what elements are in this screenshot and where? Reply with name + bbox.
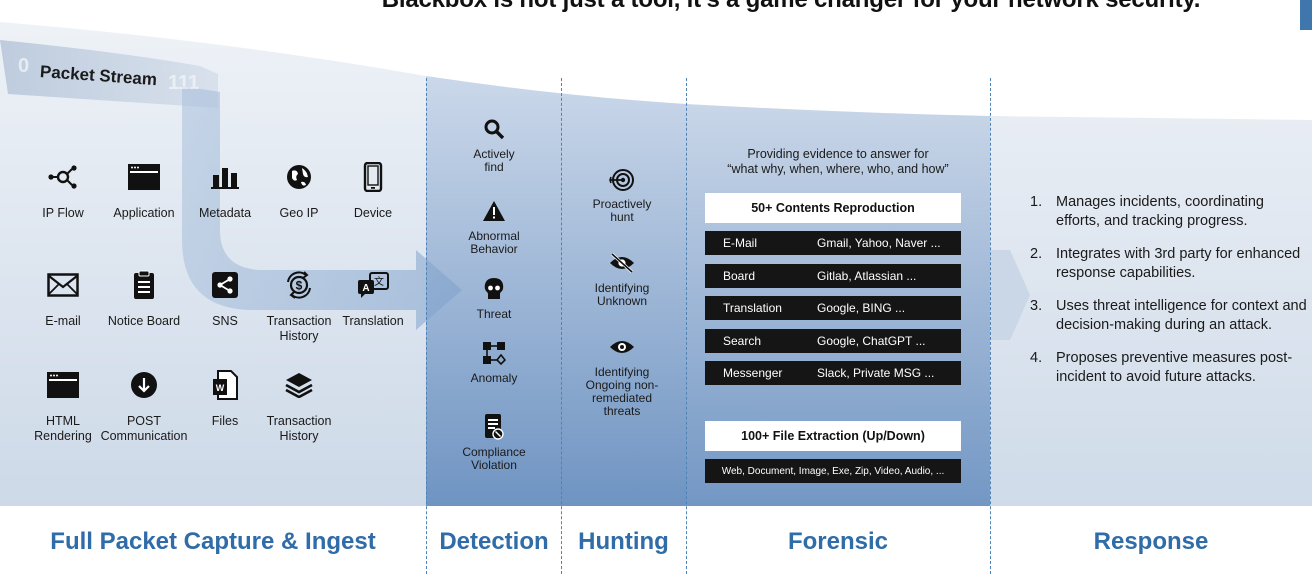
svg-text:$: $ (296, 279, 303, 293)
warning-triangle-icon (434, 198, 554, 224)
corner-tab (1300, 0, 1312, 30)
divider (686, 78, 687, 574)
stream-bits-right: 111 (168, 72, 200, 94)
dollar-cycle-icon: $ (254, 268, 344, 302)
contents-reproduction-header: 50+ Contents Reproduction (705, 193, 961, 223)
svg-text:A: A (362, 283, 369, 294)
hunting-item-identifying-unknown: Identifying Unknown (562, 250, 682, 308)
capture-item-ip-flow: IP Flow (18, 160, 108, 221)
target-icon (562, 166, 682, 192)
capture-item-post-communication: POST Communication (99, 368, 189, 444)
bar-chart-icon (180, 160, 270, 194)
app-window-icon (99, 160, 189, 194)
response-item: 1.Manages incidents, coordinating effort… (1030, 194, 1264, 229)
headline: Blackbox is not just a tool, it's a game… (0, 0, 1312, 14)
svg-text:W: W (216, 383, 225, 393)
capture-item-html-rendering: HTML Rendering (18, 368, 108, 444)
stream-bits-left: 0 (18, 55, 30, 77)
detection-item-compliance-violation: Compliance Violation (434, 414, 554, 472)
section-title-hunting: Hunting (578, 528, 669, 555)
network-nodes-icon (18, 160, 108, 194)
section-title-detection: Detection (439, 528, 549, 555)
response-item: 4.Proposes preventive measures post-inci… (1030, 350, 1293, 385)
magnifier-icon (434, 116, 554, 142)
clipboard-icon (99, 268, 189, 302)
response-item: 3.Uses threat intelligence for context a… (1030, 298, 1307, 333)
detection-item-threat: Threat (434, 276, 554, 321)
section-title-response: Response (1093, 528, 1209, 555)
capture-item-sns: SNS (180, 268, 270, 329)
eye-icon (562, 334, 682, 360)
hunting-item-identifying-ongoing: Identifying Ongoing non-remediated threa… (562, 334, 682, 418)
svg-text:文: 文 (374, 275, 384, 288)
response-item: 2.Integrates with 3rd party for enhanced… (1030, 246, 1301, 281)
forensic-intro: Providing evidence to answer for “what w… (727, 147, 949, 176)
layers-icon (254, 368, 344, 402)
section-title-forensic: Forensic (787, 528, 889, 555)
hunting-item-proactively-hunt: Proactively hunt (562, 166, 682, 224)
download-circle-icon (99, 368, 189, 402)
file-extraction-header: 100+ File Extraction (Up/Down) (705, 421, 961, 451)
capture-item-transaction-history: $ Transaction History (254, 268, 344, 344)
detection-item-abnormal-behavior: Abnormal Behavior (434, 198, 554, 256)
skull-icon (434, 276, 554, 302)
capture-item-device: Device (328, 160, 418, 221)
mobile-device-icon (328, 160, 418, 194)
envelope-icon (18, 268, 108, 302)
capture-item-application: Application (99, 160, 189, 221)
capture-item-files: W Files (180, 368, 270, 429)
capture-item-transaction-history-2: Transaction History (254, 368, 344, 444)
capture-item-email: E-mail (18, 268, 108, 329)
divider (561, 78, 562, 574)
flow-nodes-icon (434, 340, 554, 366)
divider (426, 78, 427, 574)
divider (990, 78, 991, 574)
file-types: Web, Document, Image, Exe, Zip, Video, A… (705, 459, 961, 483)
document-alert-icon (434, 414, 554, 440)
globe-icon (254, 160, 344, 194)
capture-item-notice-board: Notice Board (99, 268, 189, 329)
share-icon (180, 268, 270, 302)
word-file-icon: W (180, 368, 270, 402)
browser-window-icon (18, 368, 108, 402)
detection-item-actively-find: Actively find (434, 116, 554, 174)
section-title-capture: Full Packet Capture & Ingest (50, 528, 376, 555)
detection-item-anomaly: Anomaly (434, 340, 554, 385)
capture-item-geo-ip: Geo IP (254, 160, 344, 221)
response-list: 1.Manages incidents, coordinating effort… (1030, 193, 1310, 401)
eye-slash-icon (562, 250, 682, 276)
capture-item-metadata: Metadata (180, 160, 270, 221)
